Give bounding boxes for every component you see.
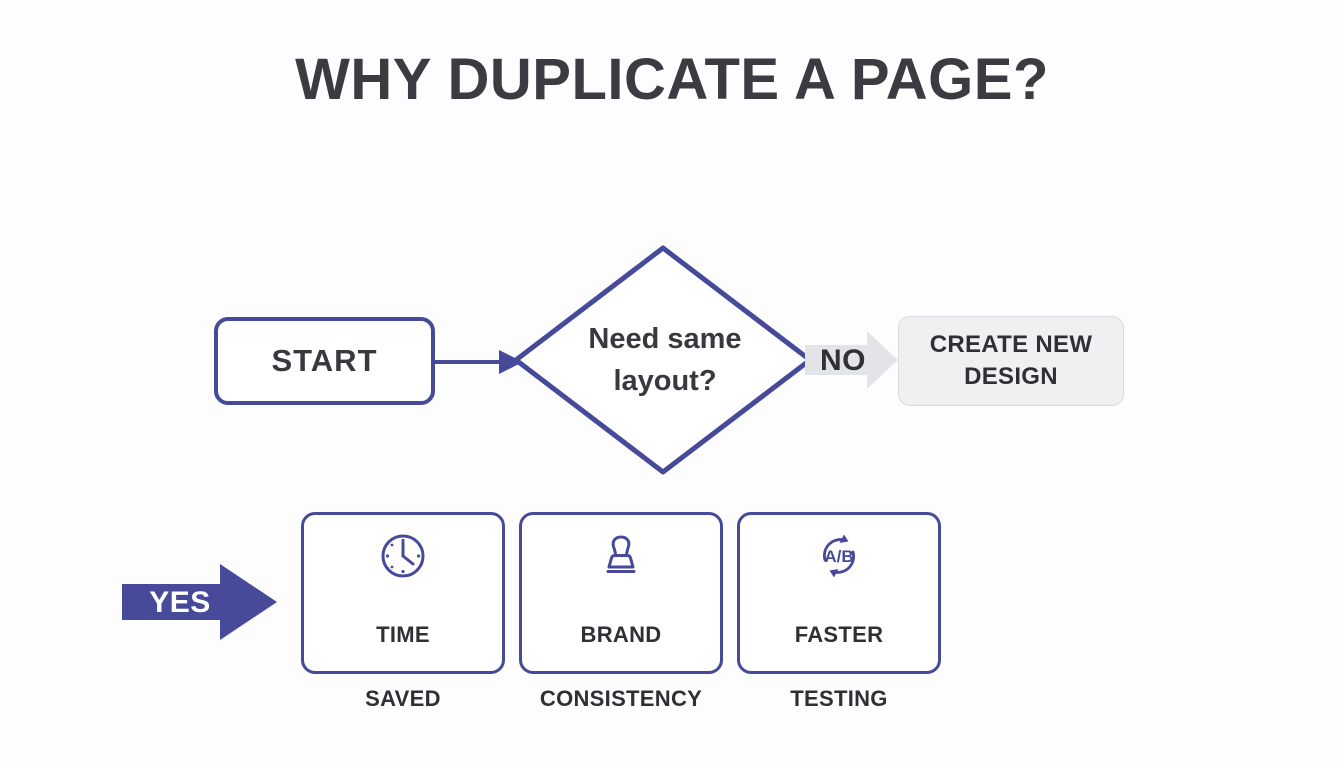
benefit-label-line2: TESTING	[790, 686, 888, 711]
benefit-label-line2: CONSISTENCY	[539, 686, 703, 711]
benefit-label-faster-testing: FASTER TESTING	[790, 587, 887, 747]
stamp-icon	[596, 531, 646, 581]
benefit-label-brand-consistency: BRAND CONSISTENCY	[540, 587, 702, 747]
create-new-design-label: CREATE NEW DESIGN	[930, 329, 1093, 393]
benefit-label-line1: BRAND	[580, 622, 662, 647]
yes-branch-arrow-icon	[122, 564, 277, 640]
benefit-label-line1: FASTER	[794, 622, 884, 647]
start-to-decision-arrow-icon	[433, 350, 523, 374]
page-title: WHY DUPLICATE A PAGE?	[295, 47, 1049, 112]
benefit-card-time-saved[interactable]: TIME SAVED	[301, 512, 505, 711]
svg-text:A/B: A/B	[824, 547, 853, 566]
clock-icon	[378, 531, 428, 581]
create-new-design-line1: CREATE NEW	[929, 331, 1093, 358]
create-new-design-line2: DESIGN	[964, 363, 1058, 390]
benefit-label-time-saved: TIME SAVED	[365, 587, 441, 747]
benefit-label-line1: TIME	[376, 622, 430, 647]
benefit-card-faster-testing[interactable]: A/B FASTER TESTING	[737, 512, 941, 711]
no-branch-arrow-icon	[805, 331, 898, 389]
flow-node-create-new-design[interactable]: CREATE NEW DESIGN	[898, 316, 1124, 406]
flow-node-start[interactable]: START	[214, 317, 435, 405]
flow-node-decision[interactable]	[508, 240, 818, 480]
benefit-label-line2: SAVED	[365, 686, 441, 711]
start-label: START	[271, 343, 378, 378]
benefit-card-brand-consistency[interactable]: BRAND CONSISTENCY	[519, 512, 723, 711]
ab-test-icon: A/B	[814, 531, 864, 581]
